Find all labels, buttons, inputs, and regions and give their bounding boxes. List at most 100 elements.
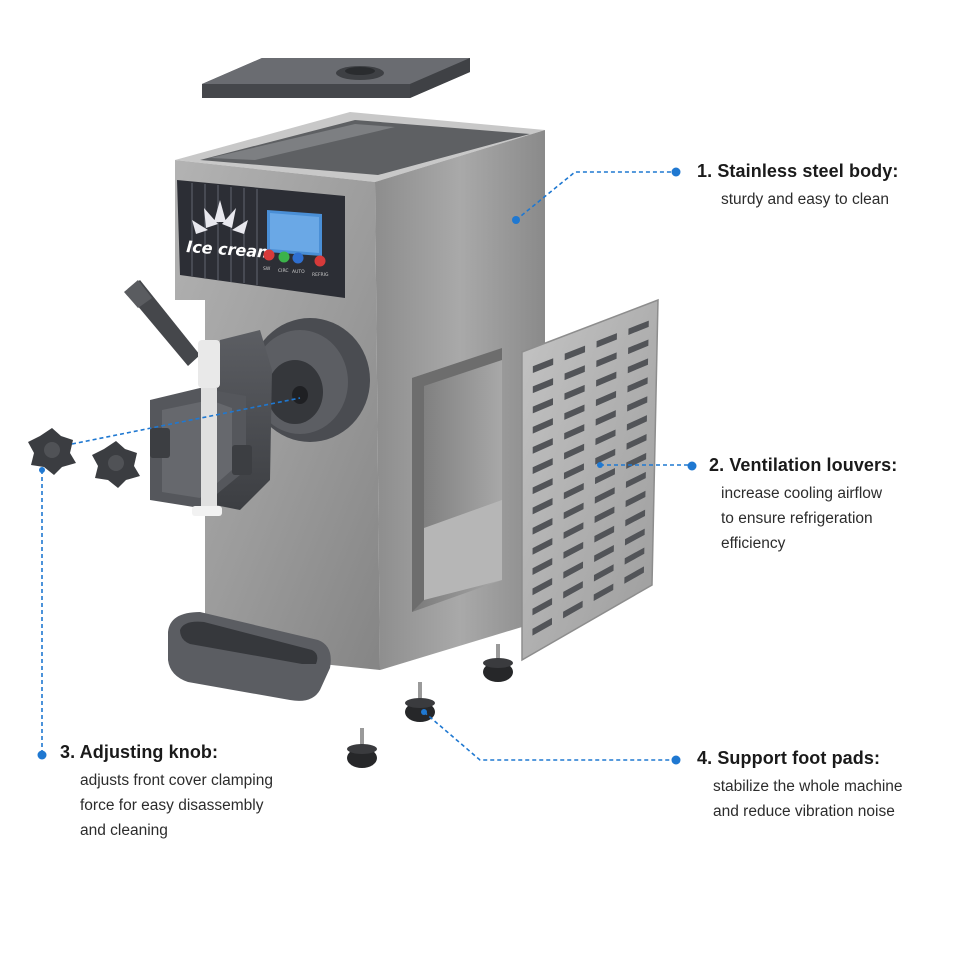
louver-slot — [624, 528, 645, 546]
louver-slot — [532, 617, 553, 636]
leader-dots — [37, 167, 697, 765]
callout-2-line-1: increase cooling airflow — [721, 485, 883, 502]
louver-slot — [627, 377, 648, 393]
louver-slot — [532, 577, 553, 596]
louver-slot — [532, 498, 553, 515]
foot-pad-3 — [347, 728, 377, 768]
leader-dot-4b — [671, 755, 681, 765]
louver-slot — [596, 352, 617, 368]
louver-slot — [625, 471, 646, 489]
louver-slot — [532, 438, 553, 454]
callout-3-line-1: adjusts front cover clamping — [80, 772, 273, 789]
louver-slot — [563, 502, 584, 520]
louver-slot — [626, 434, 647, 450]
foot-pad-1 — [483, 644, 513, 682]
button-label-sw: SW — [263, 266, 271, 272]
callout-stainless-body: 1. Stainless steel body: sturdy and easy… — [697, 161, 898, 212]
leader-lines — [41, 171, 690, 761]
louver-slot — [593, 564, 614, 582]
louver-slot — [596, 333, 617, 348]
louver-slot — [594, 545, 614, 563]
clean-button[interactable] — [292, 252, 304, 264]
hopper-opening — [175, 112, 545, 182]
ventilation-louver-panel — [521, 298, 659, 662]
leader-dot-3b — [37, 750, 47, 760]
louver-slot — [564, 345, 586, 361]
louver-slot — [532, 538, 553, 555]
louver-slot — [627, 396, 648, 412]
dispense-handle[interactable] — [124, 280, 222, 516]
louver-slot — [627, 358, 649, 374]
leader-line-1 — [515, 171, 676, 221]
leader-dot-4a — [421, 709, 427, 715]
hopper-lid — [202, 58, 470, 98]
drip-tray — [168, 612, 331, 701]
refrigerate-button[interactable] — [314, 255, 326, 267]
louver-slot — [625, 490, 646, 508]
louver-slot — [563, 600, 583, 619]
louver-slot — [564, 365, 585, 381]
louver-slot — [594, 525, 615, 543]
louver-slot — [628, 320, 649, 335]
callout-3-line-3: and cleaning — [80, 822, 168, 839]
louver-slot — [532, 557, 553, 576]
leader-line-4 — [423, 711, 676, 761]
callout-4-title: 4. Support foot pads: — [697, 748, 881, 768]
louver-slot — [563, 522, 584, 539]
louver-slot — [532, 358, 554, 373]
louver-slot — [595, 448, 616, 465]
dispensing-head — [150, 330, 272, 510]
callout-3-title: 3. Adjusting knob: — [60, 742, 219, 762]
louver-slot — [626, 415, 647, 431]
callout-3-line-2: force for easy disassembly — [80, 797, 264, 814]
louver-slot — [563, 483, 584, 500]
callout-1-title: 1. Stainless steel body: — [697, 161, 899, 181]
leader-line-3b — [71, 397, 301, 445]
leader-dot-3a — [39, 467, 45, 473]
louver-slot — [532, 398, 554, 414]
louver-slot — [563, 463, 584, 480]
louver-slot — [594, 506, 615, 524]
callout-2-line-2: to ensure refrigeration — [721, 510, 873, 527]
leader-dot-2b — [687, 461, 697, 471]
louver-slot — [532, 378, 554, 394]
foot-pad-2 — [405, 682, 435, 722]
adjusting-knob-left — [28, 428, 76, 475]
louver-slot — [595, 410, 616, 426]
louver-slot — [593, 583, 614, 602]
louver-slot — [628, 339, 649, 355]
adjusting-knob-right — [92, 441, 140, 488]
callout-4-line-1: stabilize the whole machine — [713, 778, 903, 795]
louver-slot — [595, 467, 616, 485]
ice-cream-logo-icon — [192, 200, 248, 234]
callout-adjusting-knob: 3. Adjusting knob: adjusts front cover c… — [60, 742, 273, 843]
callout-support-foot-pads: 4. Support foot pads: stabilize the whol… — [697, 748, 903, 824]
callout-ventilation-louvers: 2. Ventilation louvers: increase cooling… — [709, 455, 897, 556]
louver-slot — [532, 478, 553, 495]
louver-slot — [563, 581, 583, 599]
louver-slot — [564, 404, 585, 420]
power-button[interactable] — [263, 249, 275, 261]
side-cavity — [412, 348, 502, 612]
louver-slot — [563, 561, 584, 579]
louver-slot — [532, 518, 553, 535]
callout-2-title: 2. Ventilation louvers: — [709, 455, 898, 475]
leader-dot-1a — [512, 216, 520, 224]
button-label-circ: CIRC — [278, 268, 289, 274]
callout-1-line-1: sturdy and easy to clean — [721, 191, 890, 208]
louver-slot — [532, 458, 553, 474]
start-button[interactable] — [278, 251, 290, 263]
louver-slot — [624, 566, 645, 584]
louver-slot — [625, 509, 646, 527]
louver-slot — [596, 371, 617, 387]
leader-dot-2a — [597, 462, 603, 468]
button-label-auto: AUTO — [292, 269, 305, 275]
louver-slot — [532, 597, 553, 616]
callout-4-line-2: and reduce vibration noise — [713, 803, 895, 820]
louver-slot — [564, 424, 585, 440]
button-label-refrig: REFRIG — [312, 272, 329, 278]
control-panel: Ice cream SW CIRC AUTO REFRIG — [177, 180, 345, 298]
callout-2-line-3: efficiency — [721, 535, 786, 552]
